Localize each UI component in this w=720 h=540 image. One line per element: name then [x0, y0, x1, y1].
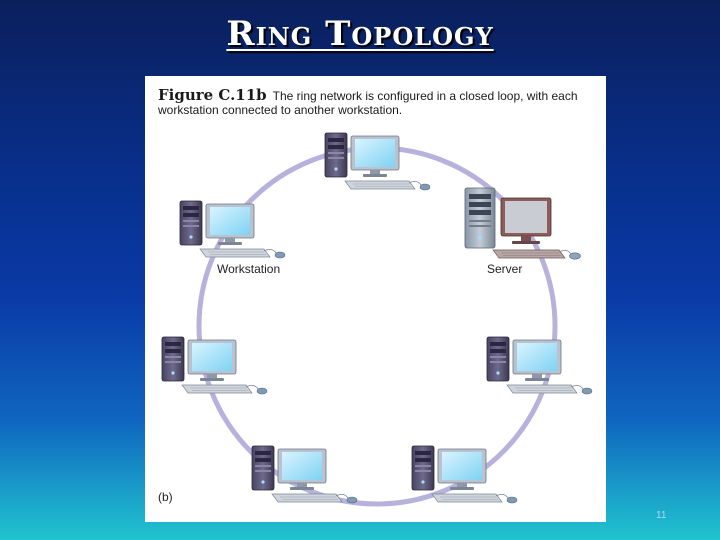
workstation-upper-left	[179, 200, 286, 259]
figure-caption-label: Figure C.11b	[158, 86, 267, 104]
slide-number: 11	[656, 510, 667, 521]
slide-title: Ring Topology	[226, 14, 494, 54]
ring-diagram: Workstation Server	[161, 132, 593, 507]
panel-letter: (b)	[158, 490, 173, 504]
server-label: Server	[487, 262, 522, 276]
workstation-top	[324, 132, 431, 191]
workstation-bottom-left	[251, 445, 358, 504]
figure-caption-text: The ring network is configured in a clos…	[158, 89, 578, 117]
workstation-label: Workstation	[217, 262, 280, 276]
server-node	[464, 187, 581, 260]
workstation-lower-left	[161, 336, 268, 395]
workstation-lower-right	[486, 336, 593, 395]
